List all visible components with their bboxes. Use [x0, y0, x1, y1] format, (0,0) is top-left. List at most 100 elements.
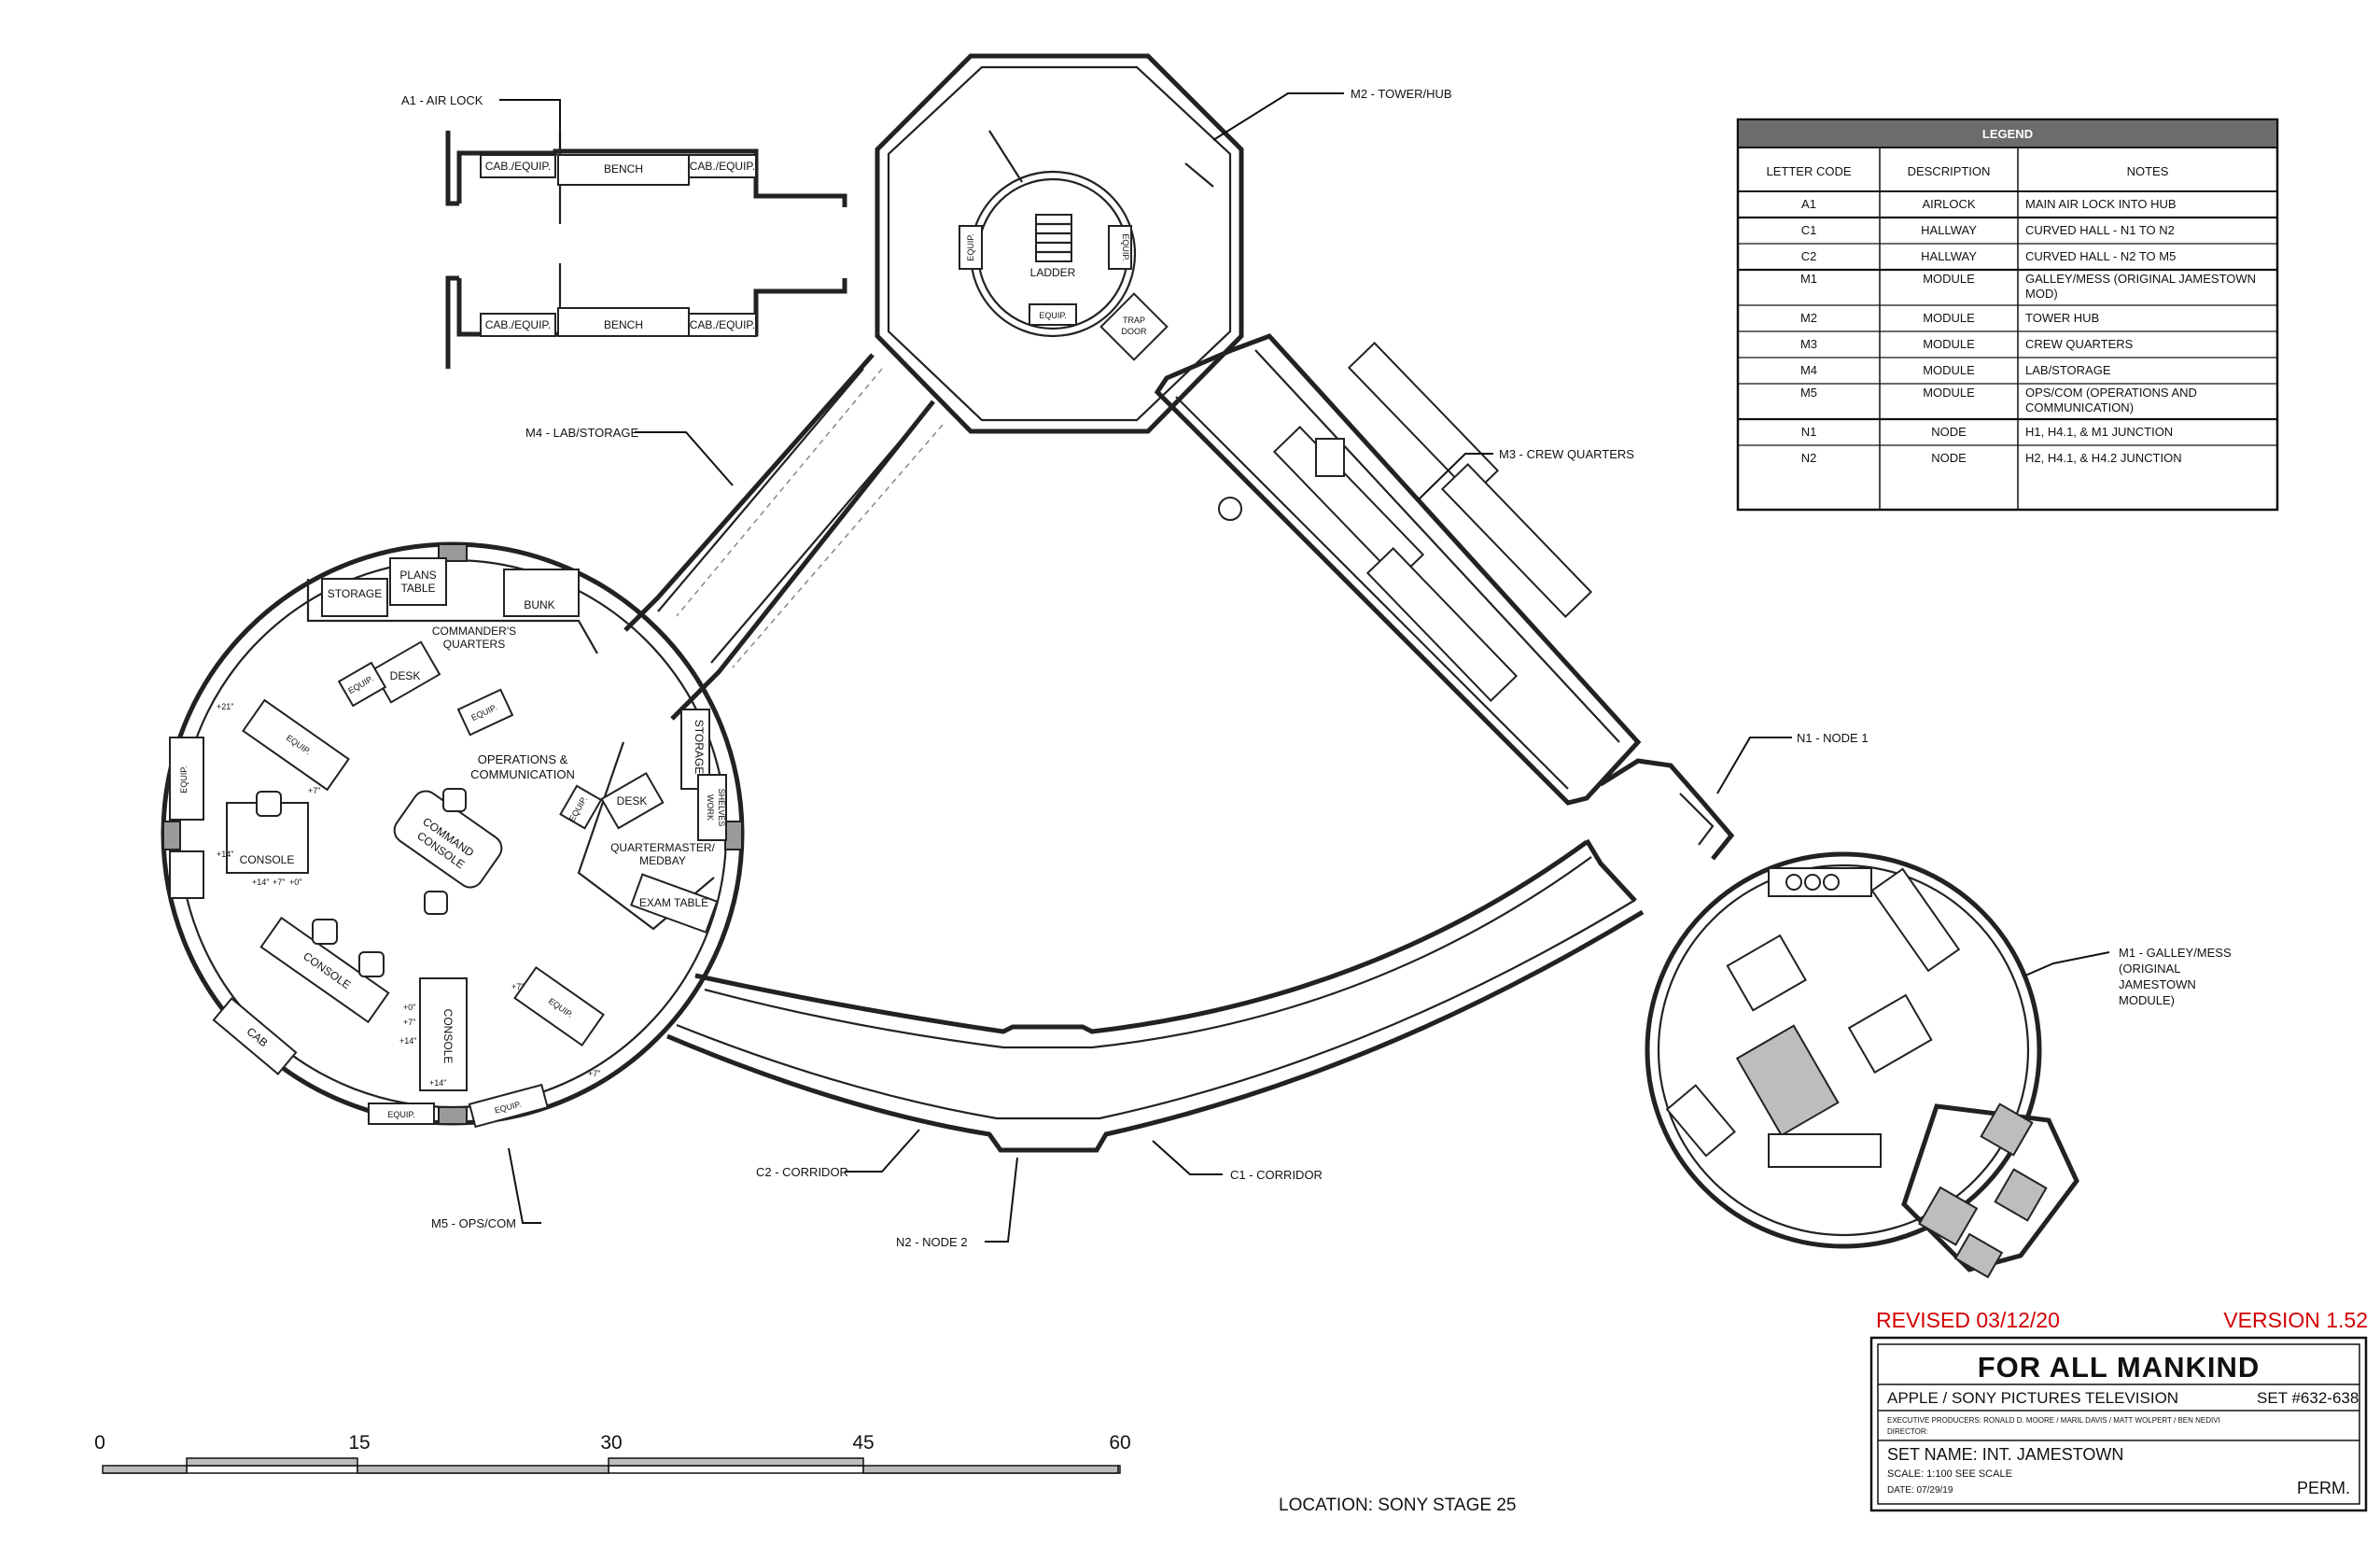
show-title: FOR ALL MANKIND — [1978, 1351, 2261, 1383]
label-cq-1: COMMANDER'S — [432, 625, 516, 638]
equip-block — [1918, 1186, 1979, 1246]
scale-tick-45: 45 — [852, 1432, 874, 1454]
equip-qm — [559, 784, 603, 830]
equip-floor — [368, 1103, 435, 1125]
elevation-mark: +7" — [511, 982, 524, 991]
mess-table-2 — [1847, 993, 1933, 1074]
legend-notes: MAIN AIR LOCK INTO HUB — [2025, 197, 2177, 211]
callouts: A1 - AIR LOCK M2 - TOWER/HUB M4 - LAB/ST… — [401, 87, 2232, 1249]
galley-mess-m1 — [1645, 851, 2079, 1279]
chair — [358, 951, 385, 977]
legend-notes: CURVED HALL - N2 TO M5 — [2025, 249, 2176, 263]
legend-description: NODE — [1931, 451, 1967, 465]
callout-m1-3: JAMESTOWN — [2119, 977, 2196, 991]
legend-code: M1 — [1800, 272, 1817, 286]
revision-date: REVISED 03/12/20 — [1876, 1308, 2060, 1332]
legend-header-notes: NOTES — [2127, 164, 2169, 178]
elevation-mark: +7" — [588, 1069, 600, 1078]
legend-code: M2 — [1800, 311, 1817, 325]
legend-code: C2 — [1801, 249, 1817, 263]
legend-notes: H2, H4.1, & H4.2 JUNCTION — [2025, 451, 2182, 465]
elevation-mark: +7" — [308, 786, 320, 795]
equip-block — [1953, 1232, 2004, 1279]
equip-wall — [169, 737, 204, 821]
legend-description: HALLWAY — [1921, 249, 1977, 263]
plans-table — [389, 557, 447, 606]
wall-pier — [438, 543, 468, 562]
set-name: SET NAME: INT. JAMESTOWN — [1887, 1445, 2123, 1464]
legend-header-desc: DESCRIPTION — [1908, 164, 1991, 178]
wall-pier — [438, 1106, 468, 1125]
callout-a1: A1 - AIR LOCK — [401, 93, 483, 107]
crew-quarters-m3 — [1154, 333, 1642, 806]
equip-upper — [242, 698, 350, 792]
scale-tick-0: 0 — [94, 1432, 105, 1454]
legend-code: M4 — [1800, 363, 1817, 377]
chair — [312, 919, 338, 945]
elevation-mark: +14" — [429, 1078, 446, 1088]
mess-table-1 — [1726, 934, 1807, 1012]
scale-bar: 0 15 30 45 60 — [94, 1432, 1131, 1474]
label-exam-table: EXAM TABLE — [639, 896, 708, 909]
elevation-mark: +0" — [403, 1003, 415, 1012]
callout-m1-1: M1 - GALLEY/MESS — [2119, 946, 2232, 960]
cab — [212, 997, 298, 1075]
legend-notes: GALLEY/MESS (ORIGINAL JAMESTOWN — [2025, 272, 2256, 286]
toilet — [1218, 497, 1242, 521]
legend-code: N1 — [1801, 425, 1817, 439]
legend-notes: TOWER HUB — [2025, 311, 2099, 325]
perm-mark: PERM. — [2297, 1479, 2350, 1497]
elevation-mark: +7" — [273, 878, 285, 887]
bunk — [503, 569, 580, 617]
command-console — [393, 790, 503, 889]
label-cq-2: QUARTERS — [443, 638, 505, 651]
ops-com-m5: STORAGE PLANS TABLE BUNK COMMANDER'S QUA… — [161, 541, 745, 1129]
legend-code: M5 — [1800, 386, 1817, 400]
legend-description: HALLWAY — [1921, 223, 1977, 237]
label-bunk: BUNK — [524, 598, 554, 611]
label-equip: EQUIP. — [387, 1110, 414, 1119]
chair — [424, 891, 448, 915]
legend-row: N2 NODE H2, H4.1, & H4.2 JUNCTION — [1801, 451, 2182, 465]
label-qm-2: MEDBAY — [639, 854, 686, 867]
label-qm-1: QUARTERMASTER/ — [610, 841, 715, 854]
label-equip: EQUIP. — [966, 233, 975, 260]
legend-description: NODE — [1931, 425, 1967, 439]
exam-table — [630, 873, 719, 934]
callout-m3: M3 - CREW QUARTERS — [1499, 447, 1634, 461]
callout-m4: M4 - LAB/STORAGE — [525, 426, 638, 440]
legend-description: MODULE — [1923, 272, 1975, 286]
legend-notes: OPS/COM (OPERATIONS AND — [2025, 386, 2197, 400]
legend-description: MODULE — [1923, 386, 1975, 400]
equip-right — [1108, 225, 1132, 270]
label-desk: DESK — [390, 669, 421, 682]
legend-notes: CREW QUARTERS — [2025, 337, 2134, 351]
legend-description: AIRLOCK — [1922, 197, 1975, 211]
desk-qm — [600, 772, 665, 830]
label-cab-equip: CAB./EQUIP. — [485, 318, 551, 331]
elevation-mark: +21" — [217, 702, 233, 711]
work-shelves — [697, 774, 727, 841]
legend-code: A1 — [1801, 197, 1816, 211]
director: DIRECTOR: — [1887, 1427, 1928, 1436]
legend-code: C1 — [1801, 223, 1817, 237]
date: DATE: 07/29/19 — [1887, 1485, 1953, 1496]
label-cab-equip: CAB./EQUIP. — [485, 160, 551, 173]
equip-floor2 — [468, 1083, 549, 1129]
legend-code: N2 — [1801, 451, 1817, 465]
label-work-2: SHELVES — [717, 789, 726, 827]
label-bench: BENCH — [604, 162, 643, 176]
tower-hub-m2: LADDER EQUIP. EQUIP. EQUIP. TRAP DOOR — [875, 53, 1244, 434]
trap-door — [1099, 292, 1169, 361]
equip-bottom — [1029, 303, 1077, 326]
version-number: VERSION 1.52 — [2223, 1308, 2368, 1332]
callout-c2: C2 - CORRIDOR — [756, 1165, 848, 1179]
legend-notes: H1, H4.1, & M1 JUNCTION — [2025, 425, 2173, 439]
